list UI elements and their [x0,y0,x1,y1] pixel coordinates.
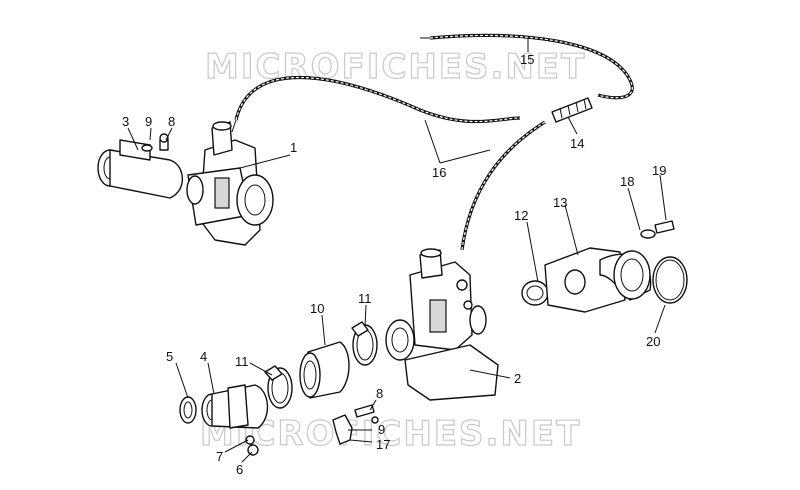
callout-5: 5 [166,349,173,364]
cable-adjuster [551,97,593,123]
callout-17: 17 [376,437,390,452]
callout-3: 3 [122,114,129,129]
callout-14: 14 [570,136,584,151]
callout-16: 16 [432,165,446,180]
callout-11-upper: 11 [358,291,372,306]
callout-9-upper: 9 [145,114,152,129]
cable-bracket [332,404,379,445]
callout-13: 13 [553,195,567,210]
upper-intake-manifold [97,133,184,199]
callout-19: 19 [652,163,666,178]
callout-2: 2 [514,371,521,386]
callout-6: 6 [236,462,243,477]
lower-intake-manifold [179,384,269,456]
callout-7: 7 [216,449,223,464]
callout-8-lower: 8 [376,386,383,401]
lower-carburettor [385,248,499,401]
callout-1: 1 [290,140,297,155]
leader-lines [127,38,667,463]
callout-numbers: 1 2 3 4 5 6 7 8 8 9 9 10 11 11 12 13 14 … [122,52,666,477]
watermark-top: MICROFICHES.NET [205,47,586,87]
callout-8-upper: 8 [168,114,175,129]
callout-11-lower: 11 [235,354,249,369]
callout-4: 4 [200,349,207,364]
callout-15: 15 [520,52,534,67]
callout-18: 18 [620,174,634,189]
clamps-and-sleeve [264,321,378,409]
callout-12: 12 [514,208,528,223]
callout-9-lower: 9 [378,422,385,437]
upper-carburettor [186,121,274,246]
right-manifold [521,220,688,313]
callout-20: 20 [646,334,660,349]
throttle-cables [231,33,634,251]
callout-10: 10 [310,301,324,316]
